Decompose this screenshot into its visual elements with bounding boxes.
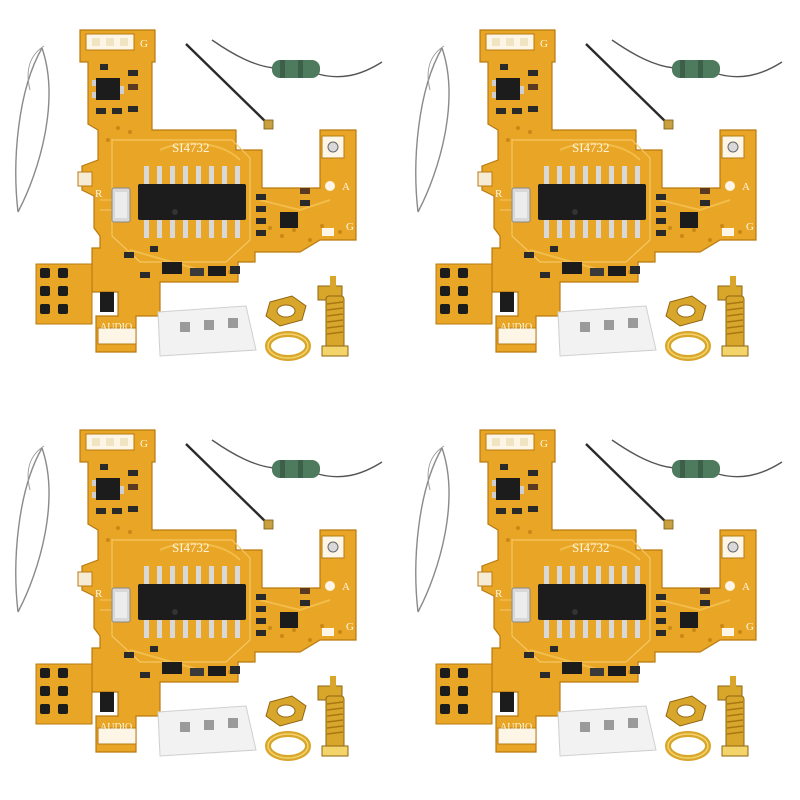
- pad-r: [477, 571, 493, 587]
- pad-label-g-top: G: [540, 438, 548, 450]
- pad-label-g-right: G: [346, 621, 354, 633]
- brass-hex-nut: [665, 295, 707, 327]
- pad-label-r: R: [495, 188, 503, 200]
- ceramic-component-strip: [157, 705, 257, 757]
- pad-label-r: R: [95, 588, 103, 600]
- ferrite-inductor: [611, 439, 783, 478]
- chip-silkscreen-label: SI4732: [172, 140, 210, 155]
- audio-silkscreen-label: AUDIO: [100, 722, 132, 733]
- antenna-pads: [321, 135, 345, 236]
- loop-antenna-wire: [415, 45, 450, 213]
- audio-connector: [35, 263, 137, 345]
- brass-lock-washer: [265, 731, 311, 761]
- audio-silkscreen-label: AUDIO: [500, 722, 532, 733]
- top-header-pads: [85, 433, 135, 451]
- pad-label-g-right: G: [746, 221, 754, 233]
- coax-pigtail: [185, 43, 274, 130]
- regulator-section: [92, 464, 138, 514]
- crystal-oscillator: [111, 187, 131, 223]
- si4732-module-kit-bottom-right: G: [400, 400, 800, 800]
- sma-connector: [317, 276, 349, 357]
- pad-label-g-top: G: [140, 438, 148, 450]
- smd-components: [524, 588, 710, 678]
- smd-components: [524, 188, 710, 278]
- si4732-module-kit-bottom-left: G: [0, 400, 400, 800]
- smd-components: [124, 588, 310, 678]
- kit-illustration: G: [415, 29, 783, 361]
- ceramic-component-strip: [157, 305, 257, 357]
- pad-r: [77, 571, 93, 587]
- audio-connector: [435, 663, 537, 745]
- coax-pigtail: [585, 443, 674, 530]
- audio-connector: [35, 663, 137, 745]
- brass-lock-washer: [665, 731, 711, 761]
- si4732-module-kit-top-left: G: [0, 0, 400, 400]
- pad-label-g-right: G: [346, 221, 354, 233]
- ferrite-inductor: [211, 39, 383, 78]
- pad-label-r: R: [95, 188, 103, 200]
- sma-connector: [717, 276, 749, 357]
- ferrite-inductor: [211, 439, 383, 478]
- pad-label-g-right: G: [746, 621, 754, 633]
- brass-lock-washer: [265, 331, 311, 361]
- ceramic-component-strip: [557, 305, 657, 357]
- ceramic-component-strip: [557, 705, 657, 757]
- loop-antenna-wire: [15, 45, 50, 213]
- si4732-chip: [138, 166, 246, 238]
- regulator-section: [492, 464, 538, 514]
- brass-hex-nut: [265, 295, 307, 327]
- pad-label-a: A: [742, 181, 750, 193]
- pad-label-g-top: G: [540, 38, 548, 50]
- pad-label-a: A: [342, 181, 350, 193]
- loop-antenna-wire: [15, 445, 50, 613]
- kit-illustration: G: [415, 429, 783, 761]
- crystal-oscillator: [111, 587, 131, 623]
- si4732-chip: [138, 566, 246, 638]
- regulator-section: [92, 64, 138, 114]
- sma-connector: [717, 676, 749, 757]
- audio-connector: [435, 263, 537, 345]
- crystal-oscillator: [511, 187, 531, 223]
- chip-silkscreen-label: SI4732: [172, 540, 210, 555]
- loop-antenna-wire: [415, 445, 450, 613]
- antenna-pads: [721, 535, 745, 636]
- smd-components: [124, 188, 310, 278]
- brass-hex-nut: [665, 695, 707, 727]
- audio-silkscreen-label: AUDIO: [500, 322, 532, 333]
- top-header-pads: [485, 433, 535, 451]
- ferrite-inductor: [611, 39, 783, 78]
- kit-illustration: G: [15, 29, 383, 361]
- audio-silkscreen-label: AUDIO: [100, 322, 132, 333]
- pad-label-r: R: [495, 588, 503, 600]
- chip-silkscreen-label: SI4732: [572, 140, 610, 155]
- si4732-chip: [538, 166, 646, 238]
- kit-illustration: G: [15, 429, 383, 761]
- si4732-module-kit-top-right: G: [400, 0, 800, 400]
- antenna-pads: [721, 135, 745, 236]
- brass-lock-washer: [665, 331, 711, 361]
- coax-pigtail: [185, 443, 274, 530]
- coax-pigtail: [585, 43, 674, 130]
- crystal-oscillator: [511, 587, 531, 623]
- sma-connector: [317, 676, 349, 757]
- pad-label-a: A: [742, 581, 750, 593]
- pad-label-a: A: [342, 581, 350, 593]
- pad-label-g-top: G: [140, 38, 148, 50]
- chip-silkscreen-label: SI4732: [572, 540, 610, 555]
- brass-hex-nut: [265, 695, 307, 727]
- pad-r: [77, 171, 93, 187]
- regulator-section: [492, 64, 538, 114]
- pad-r: [477, 171, 493, 187]
- antenna-pads: [321, 535, 345, 636]
- si4732-chip: [538, 566, 646, 638]
- top-header-pads: [85, 33, 135, 51]
- top-header-pads: [485, 33, 535, 51]
